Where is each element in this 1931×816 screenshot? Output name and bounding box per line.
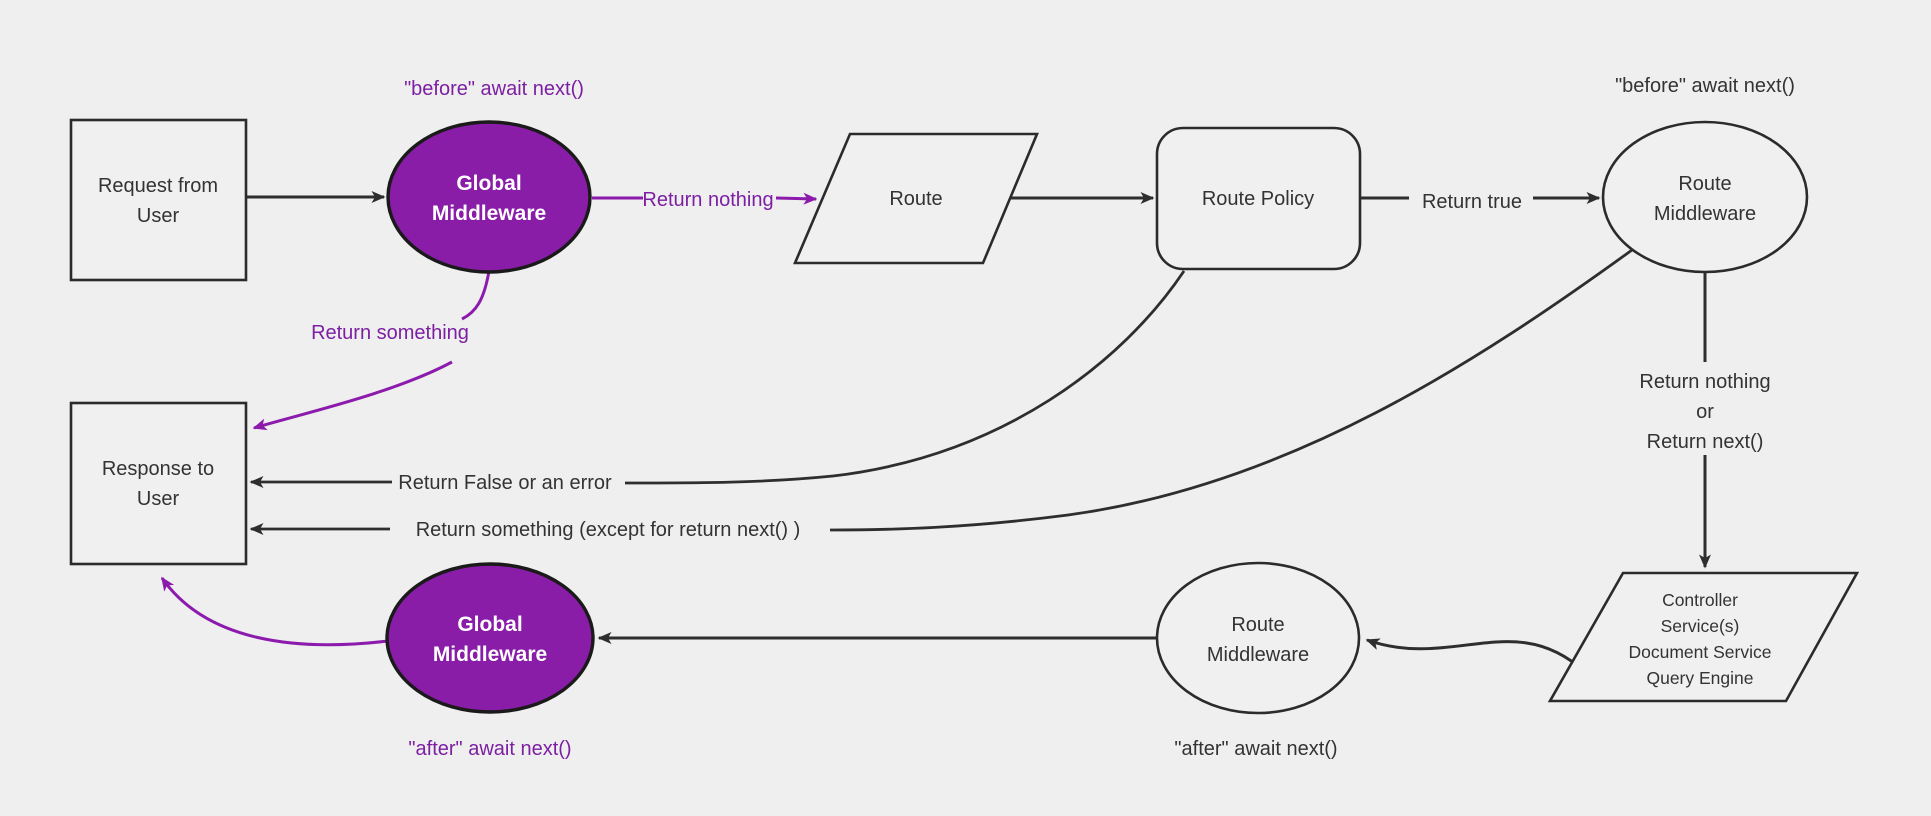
global-mw-1-ellipse <box>386 120 592 274</box>
global-mw-2-label-line2: Middleware <box>433 643 547 666</box>
label-return-nothing: Return nothing <box>642 189 773 211</box>
route-mw-1-label-line2: Middleware <box>1654 203 1756 225</box>
global-mw-1-label-line1: Global <box>456 172 521 195</box>
edge-labels: "before" await next() Return nothing Ret… <box>311 75 1795 760</box>
node-route: Route <box>793 132 1039 265</box>
route-mw-2-label-line1: Route <box>1231 614 1284 636</box>
edge-global-mw-1-return-something-seg1 <box>461 270 491 321</box>
edge-controller-to-route-mw-2 <box>1365 638 1587 674</box>
route-policy-label: Route Policy <box>1202 188 1314 210</box>
label-return-nothing-or-line3: Return next() <box>1647 431 1764 453</box>
label-return-true: Return true <box>1422 191 1522 213</box>
edge-route-policy-to-response-curve <box>624 270 1186 485</box>
node-route-policy: Route Policy <box>1155 126 1362 271</box>
controller-label-line3: Document Service <box>1629 642 1772 662</box>
node-request-from-user: Request from User <box>69 118 248 282</box>
edge-global-mw-2-to-response <box>160 576 389 647</box>
global-mw-2-ellipse <box>385 562 595 714</box>
request-box <box>69 118 248 282</box>
route-mw-1-label-line1: Route <box>1678 173 1731 195</box>
label-after-await-next-2: "after" await next() <box>1174 738 1337 760</box>
edges <box>160 191 1711 674</box>
edge-global-mw-1-return-something-seg2 <box>252 360 453 431</box>
node-route-middleware-2: Route Middleware <box>1155 561 1361 715</box>
node-controller-services: Controller Service(s) Document Service Q… <box>1547 571 1860 703</box>
label-before-await-next-1: "before" await next() <box>404 78 584 100</box>
route-parallelogram <box>793 132 1039 265</box>
route-label: Route <box>889 188 942 210</box>
label-return-something: Return something <box>311 322 469 344</box>
response-box <box>69 401 248 566</box>
node-global-middleware-1: Global Middleware <box>386 120 592 274</box>
controller-label-line2: Service(s) <box>1661 616 1740 636</box>
controller-parallelogram <box>1547 571 1860 703</box>
controller-label-line4: Query Engine <box>1646 668 1753 688</box>
label-return-false-or-error: Return False or an error <box>398 472 612 494</box>
request-label-line1: Request from <box>98 175 218 197</box>
label-after-await-next-1: "after" await next() <box>408 738 571 760</box>
response-label-line2: User <box>137 488 180 510</box>
node-response-to-user: Response to User <box>69 401 248 566</box>
edge-route-mw-1-to-response-curve <box>829 248 1633 532</box>
route-mw-2-label-line2: Middleware <box>1207 644 1309 666</box>
node-route-middleware-1: Route Middleware <box>1601 120 1809 274</box>
route-mw-2-ellipse <box>1155 561 1361 715</box>
response-label-line1: Response to <box>102 458 214 480</box>
global-mw-2-label-line1: Global <box>457 613 522 636</box>
label-return-something-except: Return something (except for return next… <box>416 519 801 541</box>
label-return-nothing-or-line2: or <box>1696 401 1714 423</box>
controller-label-line1: Controller <box>1662 590 1738 610</box>
route-mw-1-ellipse <box>1601 120 1809 274</box>
request-label-line2: User <box>137 205 180 227</box>
label-return-nothing-or-line1: Return nothing <box>1639 371 1770 393</box>
node-global-middleware-2: Global Middleware <box>385 562 595 714</box>
edge-global-mw-1-to-route-right <box>775 192 818 205</box>
route-policy-box <box>1155 126 1362 271</box>
label-before-await-next-2: "before" await next() <box>1615 75 1795 97</box>
global-mw-1-label-line2: Middleware <box>432 202 546 225</box>
